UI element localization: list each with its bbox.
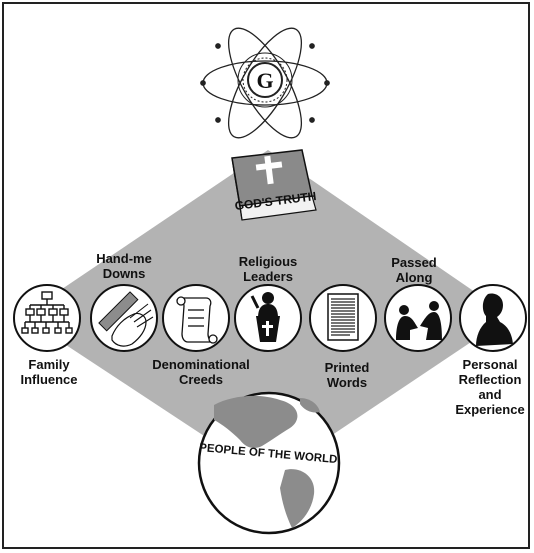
channel-label-handme: Hand-me Downs: [96, 251, 152, 281]
channel-label-family: Family Influence: [20, 357, 78, 387]
channel-leaders: [234, 284, 302, 352]
preacher-pulpit-icon: [250, 292, 280, 342]
channel-passed: [384, 284, 452, 352]
atom-emblem-icon: [200, 27, 330, 139]
channel-printed: [309, 284, 377, 352]
scroll-icon: [176, 296, 218, 344]
bible-icon: [231, 149, 317, 221]
channel-label-passed: Passed Along: [391, 255, 437, 285]
person-silhouette-icon: [476, 293, 513, 346]
atom-letter: G: [256, 68, 273, 93]
channel-family: [13, 284, 81, 352]
channel-personal: [459, 284, 527, 352]
channel-label-creeds: Denominational Creeds: [152, 357, 250, 387]
two-people-talking-icon: [396, 301, 442, 340]
hand-ruler-icon: [98, 291, 154, 347]
globe-icon: [197, 391, 341, 535]
channel-label-printed: Printed Words: [324, 360, 370, 390]
channel-label-personal: Personal Reflection and Experience: [455, 357, 525, 417]
family-tree-icon: [21, 291, 73, 334]
channel-label-leaders: Religious Leaders: [238, 254, 298, 284]
printed-page-icon: [327, 293, 359, 341]
channel-creeds: [162, 284, 230, 352]
channel-handme: [90, 284, 158, 352]
